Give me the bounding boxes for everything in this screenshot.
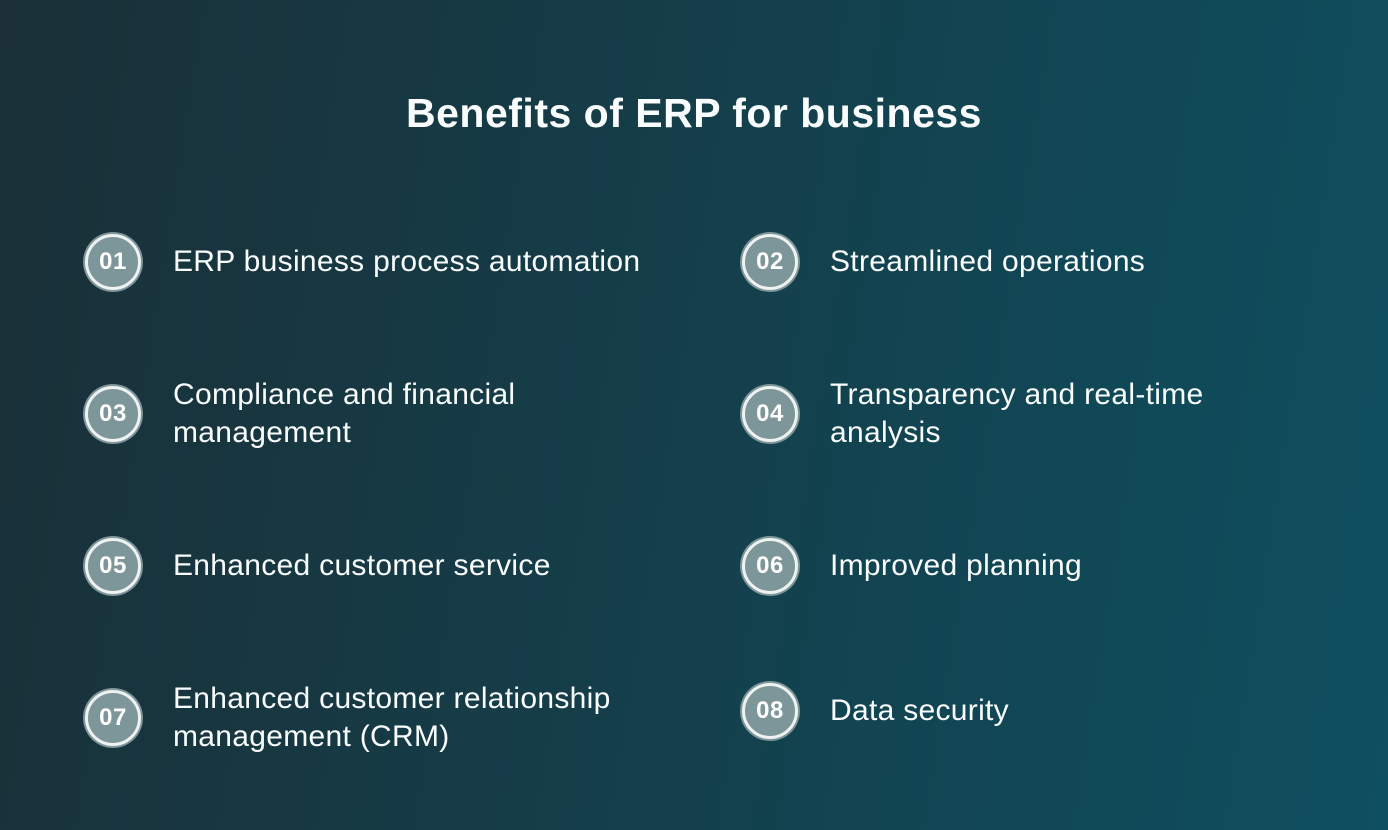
item-number: 04 [756, 400, 784, 427]
item-label: Enhanced customer relationship managemen… [173, 682, 611, 753]
item-label: Enhanced customer service [173, 549, 551, 582]
item-number-badge: 06 [740, 536, 800, 596]
benefit-item-07: 07 Enhanced customer relationship manage… [83, 680, 611, 756]
item-number: 05 [99, 552, 127, 579]
item-number: 03 [99, 400, 127, 427]
item-number-badge: 07 [83, 688, 143, 748]
item-label: Compliance and financial management [173, 378, 516, 449]
item-label: Improved planning [830, 549, 1082, 582]
item-label: ERP business process automation [173, 245, 641, 278]
item-number-badge: 04 [740, 384, 800, 444]
benefit-item-03: 03 Compliance and financial management [83, 376, 515, 452]
benefit-item-08: 08 Data security [740, 681, 1009, 741]
item-number-badge: 08 [740, 681, 800, 741]
item-label: Transparency and real-time analysis [830, 378, 1204, 449]
benefit-item-06: 06 Improved planning [740, 536, 1082, 596]
item-number-badge: 01 [83, 232, 143, 292]
item-label: Data security [830, 694, 1009, 727]
item-number-badge: 05 [83, 536, 143, 596]
item-number: 06 [756, 552, 784, 579]
item-label: Streamlined operations [830, 245, 1146, 278]
item-number: 07 [99, 704, 127, 731]
item-number: 01 [99, 248, 127, 275]
benefit-item-04: 04 Transparency and real-time analysis [740, 376, 1204, 452]
benefit-item-01: 01 ERP business process automation [83, 232, 640, 292]
item-number-badge: 03 [83, 384, 143, 444]
item-number: 08 [756, 697, 784, 724]
benefit-item-02: 02 Streamlined operations [740, 232, 1145, 292]
benefit-item-05: 05 Enhanced customer service [83, 536, 551, 596]
item-number: 02 [756, 248, 784, 275]
item-number-badge: 02 [740, 232, 800, 292]
page-title: Benefits of ERP for business [406, 90, 982, 136]
